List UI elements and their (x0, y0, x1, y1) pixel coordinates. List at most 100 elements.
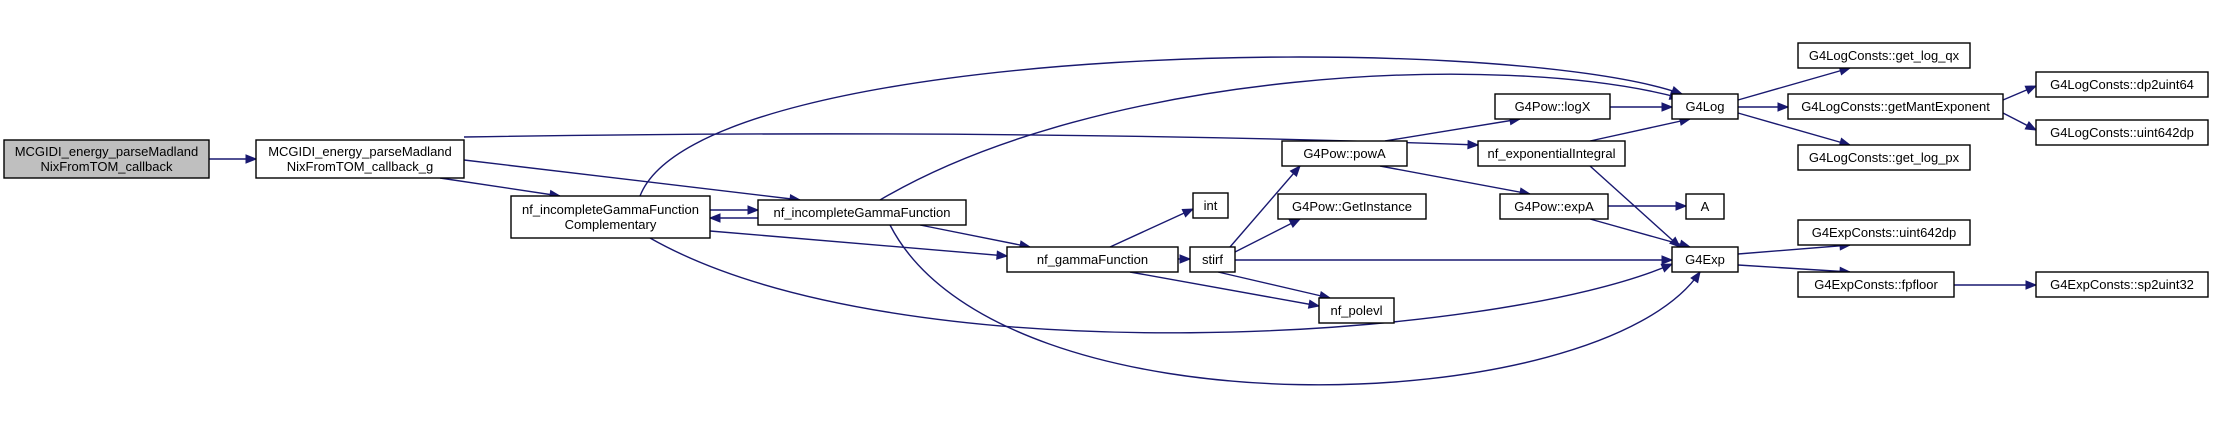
edge-arrowhead (1675, 201, 1688, 211)
node-box (1192, 192, 1229, 219)
edge-arrowhead (1660, 263, 1674, 273)
edge-n17-n20 (2002, 112, 2038, 131)
node-n4[interactable]: nf_gammaFunction (1006, 246, 1179, 273)
node-box (1671, 246, 1739, 273)
edge-arrowhead (245, 154, 258, 164)
node-n8[interactable]: G4Pow::powA (1281, 140, 1408, 167)
edge-n4-n6 (1178, 254, 1192, 264)
node-n5[interactable]: int (1192, 192, 1229, 219)
edge-n12-n15 (1589, 165, 1682, 248)
node-box (510, 195, 711, 239)
node-n17[interactable]: G4LogConsts::getMantExponent (1787, 93, 2004, 120)
node-n21[interactable]: G4ExpConsts::uint642dp (1797, 219, 1971, 246)
node-n11[interactable]: G4Pow::expA (1499, 193, 1609, 220)
node-label: MCGIDI_energy_parseMadland (15, 144, 199, 159)
node-label: A (1701, 199, 1710, 214)
edge-n12-n14 (1589, 116, 1692, 142)
node-label: G4Pow::expA (1514, 199, 1594, 214)
node-label: MCGIDI_energy_parseMadland (268, 144, 452, 159)
edge-n2-n15 (649, 237, 1674, 334)
node-box (1671, 93, 1739, 120)
node-n10[interactable]: G4Pow::logX (1494, 93, 1611, 120)
node-n18[interactable]: G4LogConsts::get_log_px (1797, 144, 1971, 171)
node-n1[interactable]: MCGIDI_energy_parseMadlandNixFromTOM_cal… (255, 139, 465, 179)
node-label: NixFromTOM_callback_g (287, 159, 433, 174)
node-label: int (1204, 198, 1218, 213)
node-box (2035, 119, 2209, 146)
node-box (1318, 297, 1395, 324)
edge-arrowhead (2024, 120, 2038, 131)
edge-n22-n23 (1954, 280, 2038, 290)
node-n0[interactable]: MCGIDI_energy_parseMadlandNixFromTOM_cal… (3, 139, 210, 179)
node-label: G4LogConsts::dp2uint64 (2050, 77, 2194, 92)
edge-n8-n11 (1379, 165, 1532, 197)
edge-n2-n4 (709, 230, 1009, 260)
node-box (1477, 140, 1626, 167)
node-n23[interactable]: G4ExpConsts::sp2uint32 (2035, 271, 2209, 298)
node-n12[interactable]: nf_exponentialIntegral (1477, 140, 1626, 167)
edge-arrowhead (747, 205, 760, 215)
node-n3[interactable]: nf_incompleteGammaFunction (757, 199, 967, 226)
node-label: G4LogConsts::uint642dp (2050, 125, 2194, 140)
node-label: stirf (1202, 252, 1223, 267)
edge-n3-n2 (708, 213, 758, 223)
edge-arrowhead (1307, 299, 1321, 309)
node-box (2035, 71, 2209, 98)
node-label: nf_incompleteGammaFunction (522, 202, 699, 217)
node-box (1797, 144, 1971, 171)
edge-arrowhead (1179, 254, 1192, 264)
node-n14[interactable]: G4Log (1671, 93, 1739, 120)
node-box (1797, 42, 1971, 69)
node-box (757, 199, 967, 226)
node-n13[interactable]: A (1685, 193, 1725, 220)
edge-n0-n1 (209, 154, 258, 164)
edge-arrowhead (1661, 255, 1674, 265)
node-n15[interactable]: G4Exp (1671, 246, 1739, 273)
node-box (1499, 193, 1609, 220)
node-label: G4Exp (1685, 252, 1725, 267)
node-box (1797, 271, 1955, 298)
edge-arrowhead (1288, 218, 1302, 228)
node-box (255, 139, 465, 179)
node-box (1281, 140, 1408, 167)
node-n9[interactable]: G4Pow::GetInstance (1277, 193, 1427, 220)
node-n6[interactable]: stirf (1189, 246, 1236, 273)
node-label: G4LogConsts::get_log_qx (1809, 48, 1960, 63)
edge-n14-n17 (1738, 102, 1790, 112)
edge-n17-n19 (2002, 85, 2038, 101)
node-label: G4Pow::powA (1303, 146, 1386, 161)
edge-arrowhead (1467, 139, 1480, 150)
edge-n3-n4 (919, 224, 1032, 250)
edge-n2-n3 (710, 205, 760, 215)
edge-arrowhead (996, 250, 1009, 260)
node-label: G4ExpConsts::uint642dp (1812, 225, 1957, 240)
edge-arrowhead (1690, 270, 1701, 284)
edge-arrowhead (1289, 164, 1301, 178)
node-n7[interactable]: nf_polevl (1318, 297, 1395, 324)
edge-arrowhead (1777, 102, 1790, 112)
edge-n2-n14 (639, 56, 1684, 197)
graph-nodes: MCGIDI_energy_parseMadlandNixFromTOM_cal… (3, 42, 2209, 324)
node-n22[interactable]: G4ExpConsts::fpfloor (1797, 271, 1955, 298)
node-label: G4Pow::logX (1515, 99, 1591, 114)
node-box (3, 139, 210, 179)
node-n19[interactable]: G4LogConsts::dp2uint64 (2035, 71, 2209, 98)
node-label: Complementary (565, 217, 657, 232)
edge-n6-n9 (1234, 218, 1302, 253)
edge-arrowhead (1181, 208, 1195, 218)
node-n20[interactable]: G4LogConsts::uint642dp (2035, 119, 2209, 146)
node-box (1494, 93, 1611, 120)
node-label: G4ExpConsts::fpfloor (1814, 277, 1938, 292)
node-label: G4LogConsts::get_log_px (1809, 150, 1960, 165)
node-box (1787, 93, 2004, 120)
node-label: nf_gammaFunction (1037, 252, 1148, 267)
edge-n4-n7 (1129, 271, 1321, 309)
edge-n6-n7 (1217, 271, 1332, 301)
node-n16[interactable]: G4LogConsts::get_log_qx (1797, 42, 1971, 69)
node-label: nf_exponentialIntegral (1488, 146, 1616, 161)
node-label: G4ExpConsts::sp2uint32 (2050, 277, 2194, 292)
edge-n6-n15 (1235, 255, 1674, 265)
node-label: NixFromTOM_callback (41, 159, 173, 174)
